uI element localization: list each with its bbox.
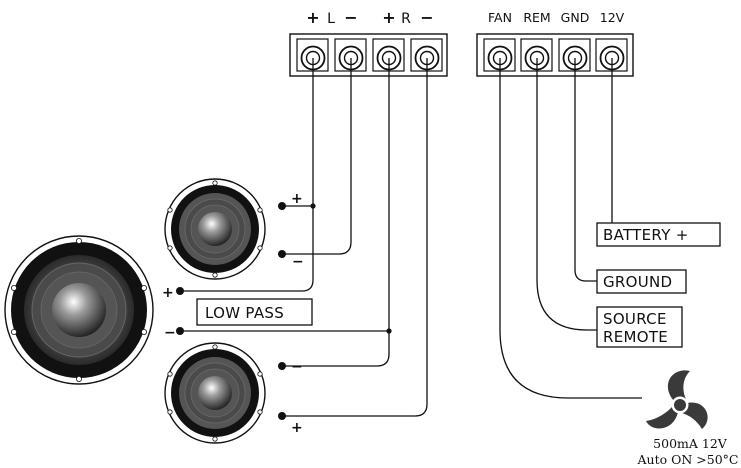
speaker-wires (180, 58, 428, 417)
top-speaker-minus: − (292, 254, 304, 270)
fan-spec-current: 500mA 12V (653, 436, 728, 451)
terminal-labels-left: + L − + R − (306, 8, 433, 27)
bottom-speaker-minus-terminal (278, 362, 286, 370)
terminal-block-power (476, 33, 634, 77)
power-wires (499, 58, 642, 399)
battery-box: BATTERY + (596, 222, 721, 247)
fan-spec-auto: Auto ON >50°C (637, 452, 739, 467)
label-fan: FAN (488, 10, 512, 25)
label-gnd: GND (561, 10, 590, 25)
subwoofer-minus-terminal (176, 327, 184, 335)
terminal-labels-right: FAN REM GND 12V (488, 10, 625, 25)
low-pass-label: LOW PASS (205, 304, 284, 322)
low-pass-box: LOW PASS (196, 298, 313, 326)
wire-gnd (574, 58, 597, 282)
label-left-plus: + (306, 8, 319, 27)
top-speaker-plus-terminal (278, 202, 286, 210)
subwoofer-plus-terminal (176, 287, 184, 295)
bottom-speaker-plus: + (291, 420, 303, 436)
wire-left-plus (180, 58, 314, 292)
label-right-minus: − (420, 8, 433, 27)
terminal-block-speakers (289, 33, 448, 77)
label-left-channel: L (327, 11, 335, 27)
subwoofer-minus: − (164, 325, 176, 341)
wire-right-minus (282, 58, 428, 417)
top-speaker-plus: + (291, 191, 303, 207)
bottom-speaker-minus: − (291, 359, 303, 375)
label-12v: 12V (600, 10, 625, 25)
ground-box: GROUND (596, 269, 687, 294)
ground-label: GROUND (603, 273, 672, 291)
battery-label: BATTERY + (603, 226, 689, 244)
top-speaker-minus-terminal (278, 250, 286, 258)
remote-label: REMOTE (603, 328, 668, 346)
top-speaker: + − (164, 178, 304, 280)
bottom-speaker: − + (164, 342, 303, 444)
junction-left-plus (310, 203, 316, 209)
label-right-channel: R (401, 11, 411, 27)
bottom-speaker-plus-terminal (278, 412, 286, 420)
fan-icon: 500mA 12V Auto ON >50°C (637, 370, 739, 467)
wire-fan (499, 58, 642, 399)
source-remote-box: SOURCE REMOTE (596, 306, 683, 348)
junction-right-plus (386, 328, 392, 334)
label-rem: REM (523, 10, 550, 25)
wire-bottom-minus (282, 331, 390, 367)
subwoofer: + − (4, 235, 184, 385)
wire-left-minus (282, 58, 352, 255)
source-label: SOURCE (603, 310, 667, 328)
wire-rem (536, 58, 597, 331)
subwoofer-plus: + (162, 285, 174, 301)
label-right-plus: + (382, 8, 395, 27)
label-left-minus: − (344, 8, 357, 27)
